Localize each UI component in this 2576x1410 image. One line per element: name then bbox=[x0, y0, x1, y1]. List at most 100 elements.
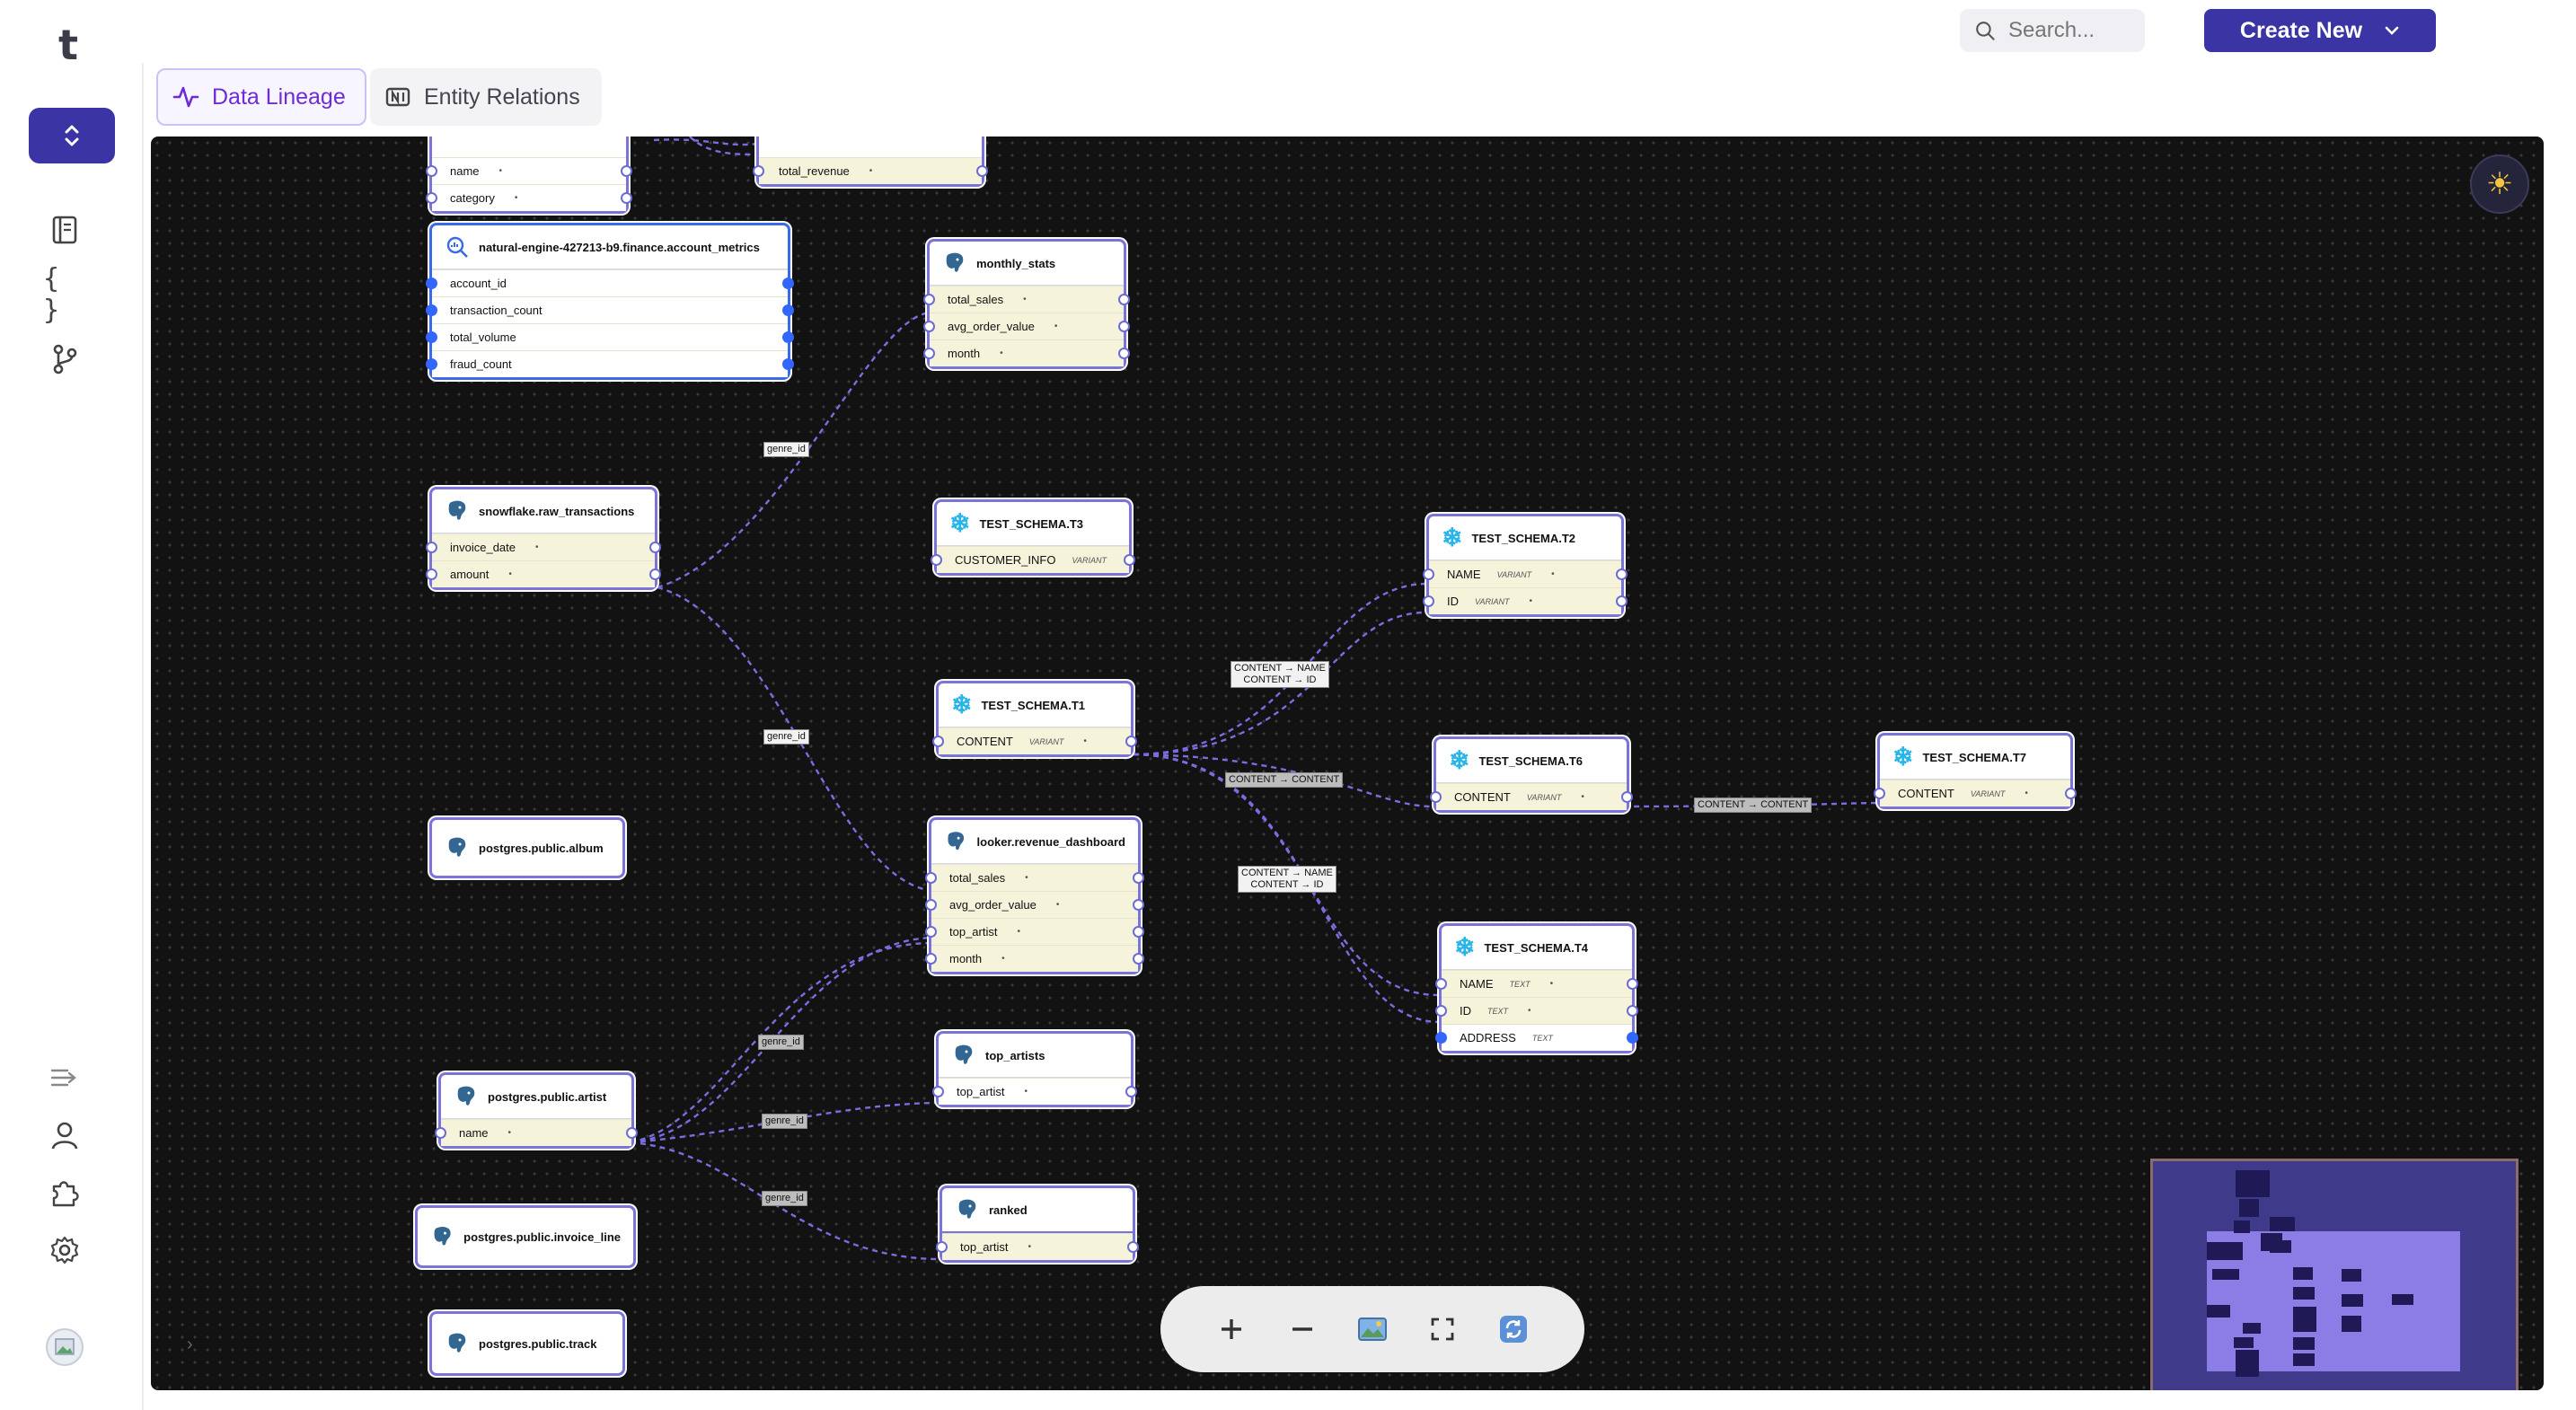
fit-view-button[interactable] bbox=[1421, 1308, 1464, 1351]
plus-icon bbox=[1222, 1319, 1242, 1339]
toggle-minimap-button[interactable] bbox=[1351, 1308, 1394, 1351]
field-name: CUSTOMER_INFO bbox=[955, 553, 1056, 567]
nav-user-button[interactable] bbox=[43, 1114, 86, 1157]
field-name: top_artist bbox=[960, 1240, 1009, 1254]
zoom-in-button[interactable] bbox=[1210, 1308, 1253, 1351]
node-field-row: account_id bbox=[426, 269, 794, 296]
sidebar: t { } bbox=[0, 0, 144, 1410]
field-name: month bbox=[949, 952, 983, 965]
node-header: postgres.public.artist bbox=[441, 1075, 631, 1119]
node-postgres-invoice-line[interactable]: postgres.public.invoice_line bbox=[415, 1205, 636, 1268]
node-header: postgres.public.album bbox=[432, 820, 622, 876]
minimap-node bbox=[2212, 1269, 2239, 1280]
node-postgres-artist[interactable]: postgres.public.artist name• bbox=[435, 1072, 638, 1149]
search-icon bbox=[1976, 22, 1995, 40]
minimap-node bbox=[2207, 1305, 2230, 1317]
search-input[interactable] bbox=[2007, 17, 2145, 44]
field-name: amount bbox=[450, 568, 490, 581]
create-new-label: Create New bbox=[2239, 17, 2363, 43]
nav-settings-button[interactable] bbox=[43, 1229, 86, 1272]
node-name: TEST_SCHEMA.T4 bbox=[1484, 940, 1589, 955]
entity-relations-icon bbox=[385, 87, 410, 107]
field-name: CONTENT bbox=[1898, 787, 1954, 800]
nav-integrations-button[interactable] bbox=[43, 1171, 86, 1214]
snowflake-icon: ❄ bbox=[949, 509, 971, 537]
nav-lineage-button[interactable] bbox=[43, 338, 86, 381]
collapse-sidebar-button[interactable] bbox=[43, 1056, 86, 1099]
node-name: snowflake.raw_transactions bbox=[479, 504, 635, 518]
node-top-mid-partial[interactable]: total_revenue• bbox=[753, 137, 988, 187]
braces-icon: { } bbox=[43, 263, 60, 326]
node-top-artists[interactable]: top_artists top_artist• bbox=[932, 1031, 1137, 1107]
user-icon bbox=[51, 1122, 78, 1150]
node-postgres-album[interactable]: postgres.public.album bbox=[429, 817, 625, 878]
refresh-layout-button[interactable] bbox=[1492, 1308, 1535, 1351]
search-box[interactable] bbox=[1960, 9, 2145, 52]
postgres-icon bbox=[456, 1085, 476, 1107]
theme-toggle-button[interactable]: ☀ bbox=[2470, 154, 2529, 214]
workspace-switcher-button[interactable] bbox=[29, 108, 115, 163]
profile-avatar-button[interactable] bbox=[43, 1326, 86, 1369]
field-name: name bbox=[459, 1126, 489, 1140]
map-icon bbox=[1357, 1317, 1387, 1341]
minimap-node bbox=[2239, 1199, 2259, 1217]
nav-catalog-button[interactable] bbox=[43, 208, 86, 251]
field-name: top_artist bbox=[949, 925, 998, 939]
bigquery-icon bbox=[446, 236, 468, 258]
minimap-node bbox=[2293, 1307, 2316, 1332]
app-logo[interactable]: t bbox=[58, 21, 78, 69]
lineage-canvas[interactable]: genre_id genre_id genre_id genre_id genr… bbox=[151, 137, 2544, 1390]
edge-t1-to-t2-name bbox=[1133, 582, 1427, 756]
node-looker-revenue-dashboard[interactable]: looker.revenue_dashboard total_sales• av… bbox=[925, 817, 1144, 974]
node-top-left-partial[interactable]: name• category• bbox=[426, 137, 632, 214]
node-postgres-track[interactable]: postgres.public.track bbox=[429, 1311, 625, 1376]
node-name: postgres.public.album bbox=[479, 841, 604, 855]
minimap-node bbox=[2293, 1353, 2315, 1366]
field-name: NAME bbox=[1460, 977, 1494, 991]
tab-entity-relations[interactable]: Entity Relations bbox=[370, 68, 602, 126]
tab-data-lineage[interactable]: Data Lineage bbox=[156, 68, 366, 126]
minimap-node bbox=[2293, 1337, 2315, 1350]
node-account-metrics[interactable]: natural-engine-427213-b9.finance.account… bbox=[426, 223, 794, 380]
node-header: ❄ TEST_SCHEMA.T7 bbox=[1880, 736, 2070, 780]
field-type: TEXT bbox=[1487, 1006, 1509, 1016]
tab-data-lineage-label: Data Lineage bbox=[212, 84, 346, 110]
node-header: top_artists bbox=[939, 1034, 1131, 1078]
field-name: transaction_count bbox=[450, 304, 543, 317]
chevron-right-icon[interactable]: › bbox=[187, 1335, 193, 1354]
field-type: VARIANT bbox=[1072, 555, 1107, 565]
nav-code-button[interactable]: { } bbox=[43, 263, 86, 326]
create-new-button[interactable]: Create New bbox=[2204, 9, 2436, 52]
minimap-node bbox=[2342, 1269, 2361, 1282]
minimap-viewport[interactable] bbox=[2207, 1231, 2460, 1371]
minimap-node bbox=[2342, 1316, 2361, 1332]
minimap[interactable] bbox=[2150, 1159, 2519, 1390]
node-header: snowflake.raw_transactions bbox=[432, 489, 655, 533]
node-ranked[interactable]: ranked top_artist• bbox=[936, 1185, 1139, 1263]
node-raw-transactions[interactable]: snowflake.raw_transactions invoice_date•… bbox=[426, 487, 661, 590]
tab-entity-relations-label: Entity Relations bbox=[424, 84, 580, 110]
postgres-icon bbox=[447, 836, 467, 859]
field-name: NAME bbox=[1447, 568, 1481, 581]
node-name: top_artists bbox=[985, 1048, 1045, 1062]
snowflake-icon: ❄ bbox=[951, 691, 973, 718]
node-monthly-stats[interactable]: monthly_stats total_sales• avg_order_val… bbox=[923, 239, 1130, 369]
field-type: TEXT bbox=[1509, 979, 1531, 989]
zoom-out-button[interactable] bbox=[1281, 1308, 1324, 1351]
chevron-down-icon bbox=[2385, 26, 2399, 35]
node-field-row: total_sales• bbox=[925, 864, 1144, 891]
node-name: postgres.public.invoice_line bbox=[463, 1229, 621, 1244]
